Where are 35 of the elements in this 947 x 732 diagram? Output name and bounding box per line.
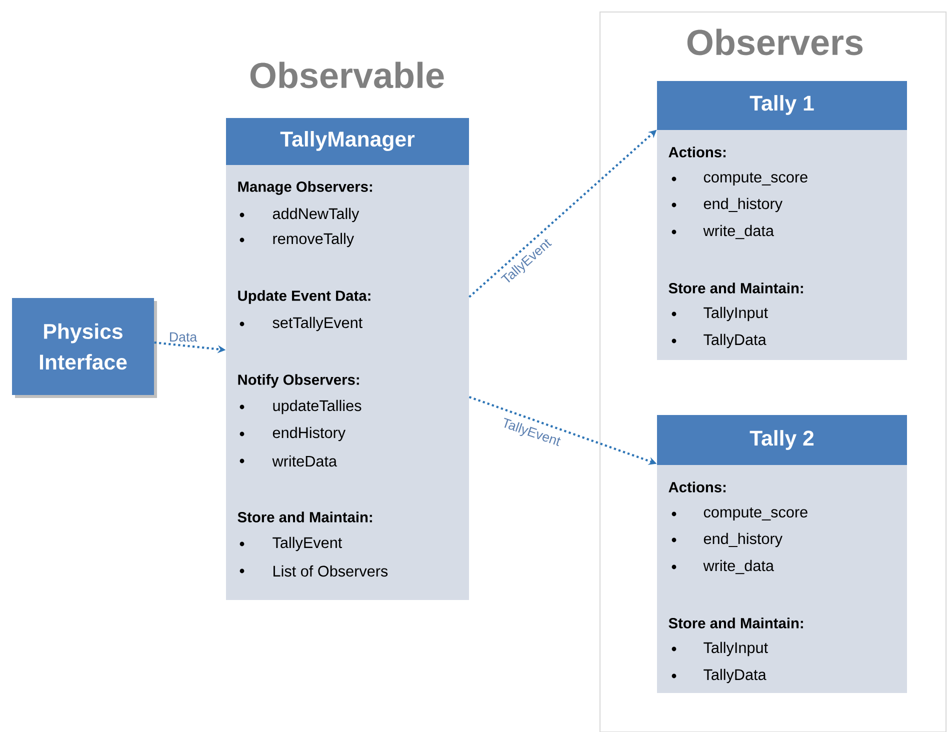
list-item: writeData: [240, 455, 338, 467]
list-item: write_data: [672, 560, 774, 574]
list-item: TallyData: [672, 668, 766, 684]
list-item: TallyInput: [672, 642, 768, 656]
list-item: endHistory: [240, 426, 346, 442]
list-item: write_data: [672, 224, 774, 240]
list-item: end_history: [672, 532, 782, 548]
edge-label: Data: [168, 331, 198, 343]
class-box: [657, 81, 907, 360]
box-header: Tally 2: [750, 430, 814, 450]
list-item: addNewTally: [240, 208, 360, 222]
section-heading: Manage Observers:: [238, 181, 372, 195]
list-item: compute_score: [672, 507, 808, 521]
box-header: TallyManager: [280, 131, 415, 151]
process-box: Physics Interface: [12, 298, 157, 398]
list-item: compute_score: [672, 172, 808, 186]
section-heading: Store and Maintain:: [668, 282, 803, 294]
section-heading: Notify Observers:: [238, 374, 359, 388]
box-header: Tally 1: [750, 95, 814, 115]
list-item: List of Observers: [240, 565, 388, 577]
list-item: updateTallies: [240, 400, 362, 414]
class-box: [657, 415, 907, 693]
list-item: TallyData: [672, 334, 766, 348]
section-heading: Store and Maintain:: [668, 618, 803, 628]
list-item: removeTally: [240, 232, 354, 248]
section-heading: Actions:: [668, 146, 726, 158]
list-item: TallyInput: [672, 306, 768, 322]
group-heading: Observable: [250, 62, 444, 88]
panel-heading: Observers: [687, 28, 863, 56]
list-item: TallyEvent: [240, 536, 342, 552]
list-item: setTallyEvent: [240, 316, 362, 332]
list-item: end_history: [672, 198, 782, 212]
section-heading: Store and Maintain:: [238, 512, 372, 522]
section-heading: Update Event Data:: [238, 290, 370, 304]
section-heading: Actions:: [668, 482, 726, 492]
